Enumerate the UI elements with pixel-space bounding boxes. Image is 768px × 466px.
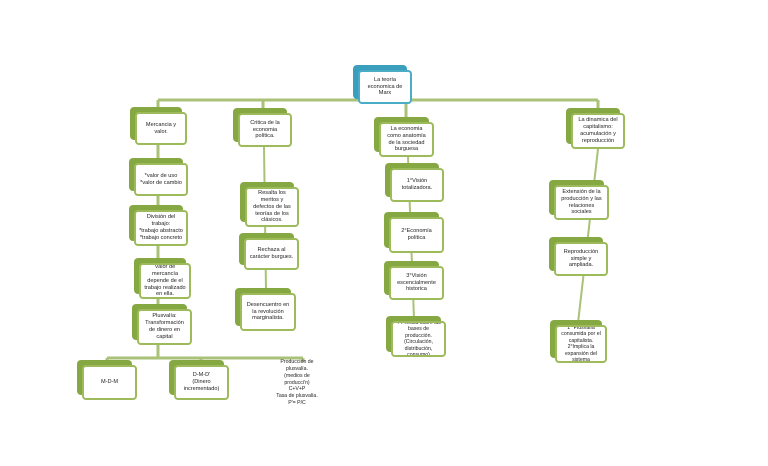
branch-1-child-3-node[interactable]: Valor de mercancía depende de el trabajo… — [134, 258, 191, 299]
leaf-plusvalia-node[interactable]: Producción de plusvalía. (medios de prod… — [268, 354, 326, 412]
branch-4-child-1-node[interactable]: Extensión de la producción y las relacio… — [549, 180, 609, 220]
branch-1-child-2-node[interactable]: División del trabajo: *trabajo abstracto… — [129, 205, 188, 246]
branch-mercancia-node[interactable]: Mercancia y valor. — [130, 107, 187, 145]
root-label: La teoría economica de Marx — [358, 70, 412, 104]
branch-3-child-3-node[interactable]: 3°Visión escencialmente historica — [384, 261, 444, 300]
branch-critica-node[interactable]: Critica de la economia política. — [233, 108, 292, 147]
node-label: D-M-D' (Dinero incrementado) — [174, 365, 229, 400]
node-label: 2°Economía política — [389, 217, 444, 253]
root-node[interactable]: La teoría economica de Marx — [353, 65, 412, 104]
leaf-mdm-node[interactable]: M-D-M — [77, 360, 137, 400]
branch-2-child-1-node[interactable]: Resalta los meritos y defectos de las te… — [240, 182, 299, 227]
node-label: M-D-M — [82, 365, 137, 400]
branch-economia-node[interactable]: La economia como anatomía de la sociedad… — [374, 117, 434, 157]
node-label: División del trabajo: *trabajo abstracto… — [134, 210, 188, 246]
branch-4-child-2-node[interactable]: Reproducción simple y ampliada. — [549, 237, 608, 276]
leaf-dmd-node[interactable]: D-M-D' (Dinero incrementado) — [169, 360, 229, 400]
node-label: 1°Visión totalizadora. — [390, 168, 444, 202]
branch-1-child-4-node[interactable]: Plusvalía: Transformación de dinero en c… — [132, 304, 192, 345]
branch-3-child-4-node[interactable]: 4°Precisa sobre las bases de producción.… — [386, 316, 446, 357]
branch-label: Mercancia y valor. — [135, 112, 187, 145]
branch-1-child-1-node[interactable]: *valor de uso *valor de cambio — [129, 158, 188, 196]
node-label: Reproducción simple y ampliada. — [554, 242, 608, 276]
node-label: 1° Plusvalía consumida por el capitalist… — [555, 325, 607, 363]
node-label: Extensión de la producción y las relacio… — [554, 185, 609, 220]
node-label: Producción de plusvalía. (medios de prod… — [276, 359, 318, 406]
node-label: Plusvalía: Transformación de dinero en c… — [137, 309, 192, 345]
branch-label: Critica de la economia política. — [238, 113, 292, 147]
branch-label: La economia como anatomía de la sociedad… — [379, 122, 434, 157]
branch-3-child-1-node[interactable]: 1°Visión totalizadora. — [385, 163, 444, 202]
branch-3-child-2-node[interactable]: 2°Economía política — [384, 212, 444, 253]
branch-2-child-2-node[interactable]: Rechaza al carácter burgues. — [239, 233, 299, 270]
branch-label: La dinamica del capitalismo: acumulación… — [571, 113, 625, 149]
node-label: Valor de mercancía depende de el trabajo… — [139, 263, 191, 299]
node-label: Desencuentro en la revolución marginalis… — [240, 293, 296, 331]
node-label: Rechaza al carácter burgues. — [244, 238, 299, 270]
node-label: 3°Visión escencialmente historica — [389, 266, 444, 300]
node-label: 4°Precisa sobre las bases de producción.… — [391, 321, 446, 357]
branch-4-child-3-node[interactable]: 1° Plusvalía consumida por el capitalist… — [550, 320, 607, 363]
branch-dinamica-node[interactable]: La dinamica del capitalismo: acumulación… — [566, 108, 625, 149]
node-label: Resalta los meritos y defectos de las te… — [245, 187, 299, 227]
node-label: *valor de uso *valor de cambio — [134, 163, 188, 196]
branch-2-child-3-node[interactable]: Desencuentro en la revolución marginalis… — [235, 288, 296, 331]
